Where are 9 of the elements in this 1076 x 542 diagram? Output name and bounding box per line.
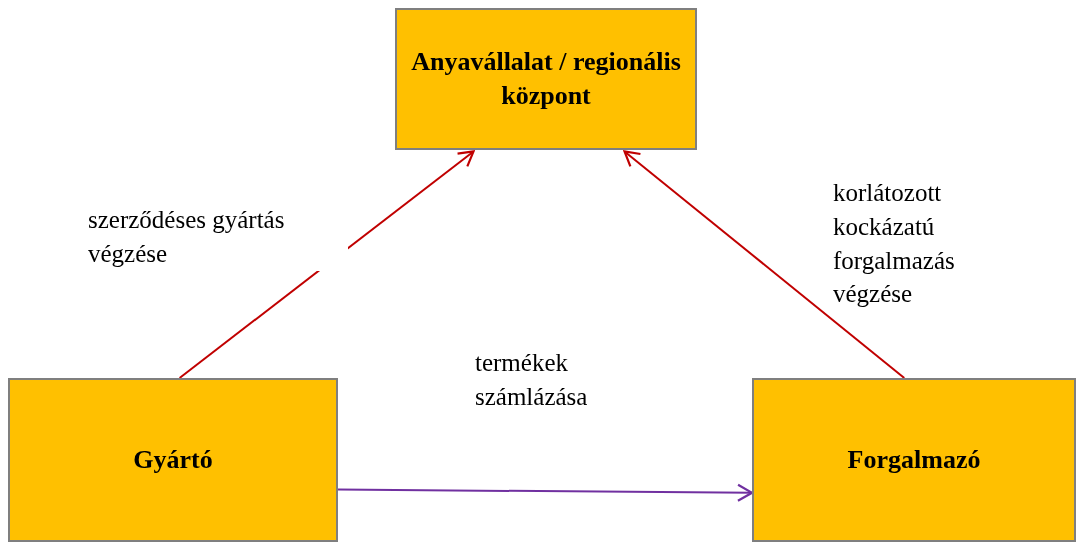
box-label: Gyártó [133,444,213,477]
process-box [8,378,338,542]
arrow [337,483,754,502]
box-label: Forgalmazó [847,444,981,477]
box-label: Anyavállalat / regionális központ [410,46,682,112]
process-box [395,8,697,150]
process-box [752,378,1076,542]
arrow [178,150,475,379]
arrow [623,150,906,379]
